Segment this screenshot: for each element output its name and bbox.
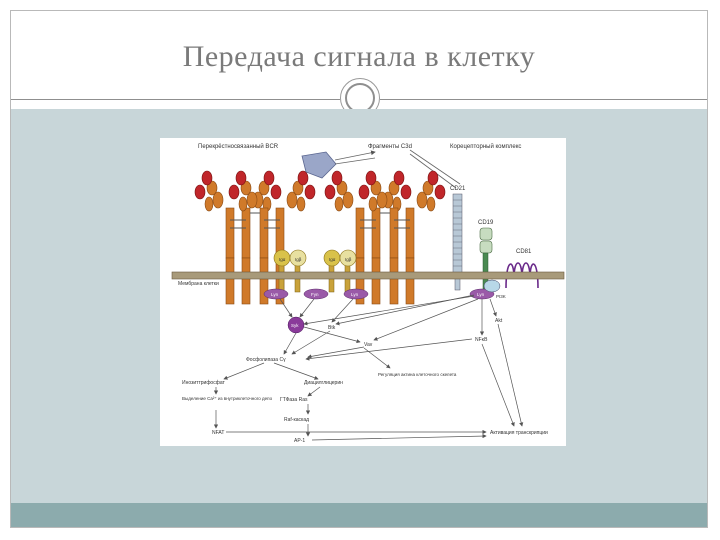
label-nfat: NFAT bbox=[212, 430, 224, 436]
diagram-svg: Перекрёстносвязанный BCR Фрагменты C3d К… bbox=[171, 143, 565, 444]
c3d-arrow bbox=[334, 157, 376, 165]
label-akt: Akt bbox=[495, 318, 503, 324]
label-pi3k: PI3K bbox=[496, 294, 506, 299]
label-nfkb: NFκB bbox=[475, 337, 488, 343]
label-coreceptor: Корецепторный комплекс bbox=[450, 143, 521, 150]
antigen-shape bbox=[301, 151, 337, 179]
cd19-molecule bbox=[479, 227, 493, 290]
label-lyn: Lyn bbox=[271, 292, 279, 297]
fyn-kinase bbox=[303, 288, 329, 300]
label-lyn-3: Lyn bbox=[477, 292, 485, 297]
label-cd81: CD81 bbox=[516, 249, 532, 255]
lyn-kinase-2 bbox=[343, 288, 369, 300]
label-ras: ГТФаза Ras bbox=[280, 397, 308, 403]
bcr-signaling-diagram: Перекрёстносвязанный BCR Фрагменты C3d К… bbox=[160, 138, 566, 446]
label-ca: Выделение Ca²⁺ из внутриклеточного депо bbox=[182, 396, 273, 401]
label-vav: Vav bbox=[364, 342, 373, 348]
label-ap1: AP-1 bbox=[294, 438, 305, 444]
label-transcription: Активация транскрипции bbox=[490, 430, 548, 436]
cell-membrane bbox=[171, 271, 565, 280]
label-membrane: Мембрана клетки bbox=[178, 281, 219, 287]
label-igb: Igβ bbox=[295, 257, 302, 262]
cd21-link bbox=[409, 149, 461, 185]
c3d-arrow bbox=[334, 150, 376, 161]
label-plc: Фосфолипаза Cγ bbox=[246, 357, 286, 363]
label-ip3: Инозиттрифосфат bbox=[182, 380, 225, 386]
title-rule-right bbox=[380, 99, 707, 100]
label-raf: Raf-каскад bbox=[284, 417, 309, 423]
lyn-kinase bbox=[263, 288, 289, 300]
label-c3d: Фрагменты C3d bbox=[368, 144, 412, 150]
pi3k-node bbox=[483, 279, 501, 293]
slide-title: Передача сигнала в клетку bbox=[182, 40, 536, 73]
label-igb-2: Igβ bbox=[345, 257, 352, 262]
footer-bar bbox=[11, 503, 707, 527]
label-bcr: Перекрёстносвязанный BCR bbox=[198, 143, 279, 150]
title-rule-left bbox=[11, 99, 340, 100]
slide-frame bbox=[10, 10, 708, 528]
label-fyn: Fyn bbox=[311, 292, 319, 297]
label-cd19: CD19 bbox=[478, 220, 494, 226]
label-iga-2: Igα bbox=[329, 257, 336, 262]
label-lyn-2: Lyn bbox=[351, 292, 359, 297]
label-cytoskeleton: Регуляция актина клеточного скелета bbox=[378, 372, 457, 377]
label-cd21: CD21 bbox=[450, 186, 466, 192]
label-iga: Igα bbox=[279, 257, 286, 262]
signal-arrows bbox=[213, 294, 524, 441]
label-syk: Syk bbox=[291, 323, 299, 328]
label-btk: Btk bbox=[328, 325, 336, 331]
label-dag: Диацилглицерин bbox=[304, 380, 343, 386]
